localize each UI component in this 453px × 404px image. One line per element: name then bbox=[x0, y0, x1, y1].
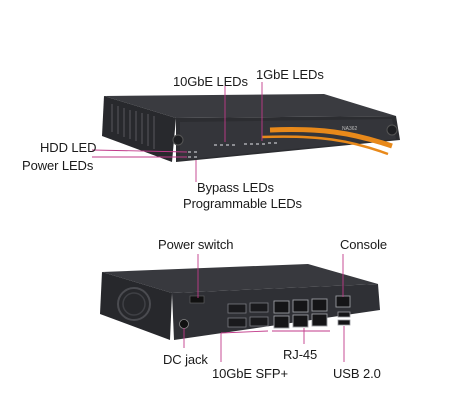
hdd-led-label: HDD LED bbox=[40, 140, 97, 155]
rear-callout-lines bbox=[183, 254, 345, 362]
usb-label: USB 2.0 bbox=[333, 366, 381, 381]
console-label: Console bbox=[340, 237, 387, 252]
dc-jack-label: DC jack bbox=[163, 352, 208, 367]
ten-gbe-leds-label: 10GbE LEDs bbox=[173, 74, 248, 89]
bypass-leds-label: Bypass LEDs bbox=[197, 180, 274, 195]
front-appliance: NA362 bbox=[102, 94, 400, 162]
power-switch-label: Power switch bbox=[158, 237, 234, 252]
programmable-leds-label: Programmable LEDs bbox=[183, 196, 302, 211]
front-callout-lines bbox=[91, 82, 263, 182]
rj45-label: RJ-45 bbox=[283, 347, 318, 362]
sfp-label: 10GbE SFP+ bbox=[212, 366, 288, 381]
model-badge: NA362 bbox=[342, 126, 358, 132]
power-leds-label: Power LEDs bbox=[22, 158, 94, 173]
rear-appliance bbox=[100, 264, 380, 340]
one-gbe-leds-label: 1GbE LEDs bbox=[256, 67, 324, 82]
